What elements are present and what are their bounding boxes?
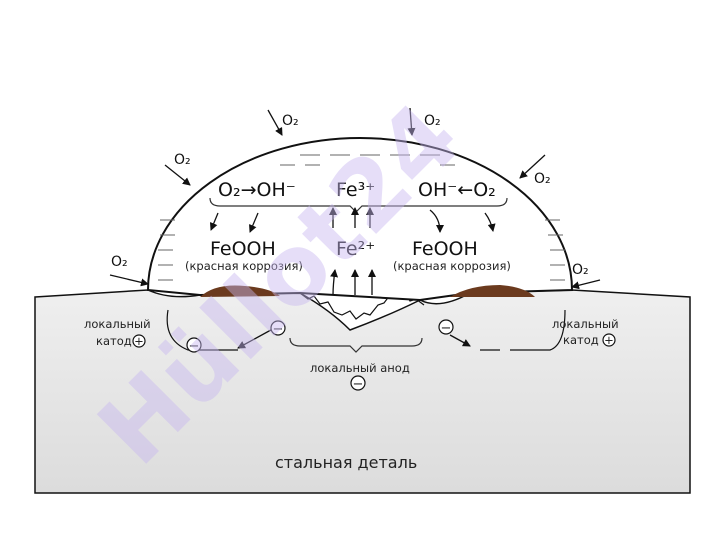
feooh-left: FeOOH — [210, 238, 276, 260]
electron-minus: − — [189, 339, 200, 354]
rust-deposit-right — [450, 285, 535, 297]
electron-minus: − — [441, 321, 452, 336]
red-rust-right: (красная коррозия) — [393, 259, 511, 273]
reaction-right: OH⁻←O₂ — [418, 179, 496, 201]
local-anode: локальный анод — [310, 361, 410, 375]
anode-minus: − — [353, 377, 364, 392]
cathode-plus-left: + — [134, 334, 144, 348]
cathode-right: катод — [563, 333, 599, 347]
red-rust-left: (красная коррозия) — [185, 259, 303, 273]
electron-icons — [132, 319, 616, 391]
oxygen-label: O₂ — [174, 152, 191, 168]
electron-minus: − — [273, 322, 284, 337]
water-droplet — [146, 137, 574, 302]
feooh-right: FeOOH — [412, 238, 478, 260]
water-hatching — [158, 154, 565, 281]
steel-part-label: стальная деталь — [275, 453, 417, 472]
oxygen-label: O₂ — [111, 254, 128, 270]
current-paths — [166, 309, 566, 351]
cathode-plus-right: + — [604, 333, 614, 347]
fe3-ion: Fe³⁺ — [336, 179, 375, 201]
oxygen-label: O₂ — [424, 113, 441, 129]
fe2-ion: Fe²⁺ — [336, 238, 375, 260]
rust-deposit-left — [200, 285, 280, 297]
local-cathode-right: локальный — [552, 317, 619, 331]
anode-brace — [289, 337, 423, 353]
reaction-left: O₂→OH⁻ — [218, 179, 296, 201]
oxygen-label: O₂ — [534, 171, 551, 187]
local-cathode-left: локальный — [84, 317, 151, 331]
oxygen-label: O₂ — [282, 113, 299, 129]
oxygen-label: O₂ — [572, 262, 589, 278]
cathode-left: катод — [96, 334, 132, 348]
